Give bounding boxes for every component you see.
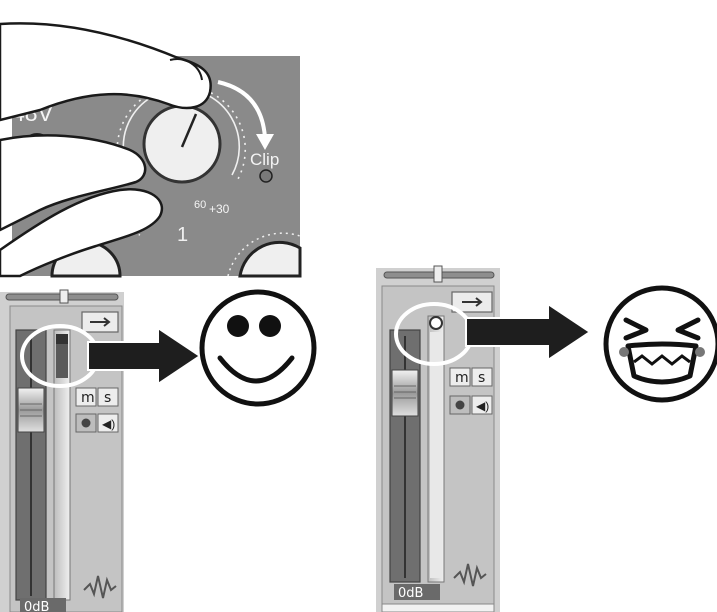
- mute-label: m: [455, 370, 469, 386]
- speaker-icon: ◀): [476, 399, 489, 413]
- route-arrow-icon: [462, 297, 483, 307]
- turn-arrow-icon: [217, 80, 267, 139]
- gain-max-label: +30: [209, 202, 230, 216]
- meter-fill-level: [430, 332, 442, 578]
- solo-label: s: [104, 390, 111, 406]
- record-icon: [81, 418, 91, 428]
- speaker-icon: ◀): [102, 417, 115, 431]
- mixer-strip-good: m s ◀) 0dB: [0, 289, 124, 612]
- readout-field: [381, 603, 495, 612]
- level-readout-box: [20, 598, 66, 612]
- solo-label: s: [478, 370, 485, 386]
- solo-button[interactable]: [97, 387, 119, 407]
- mute-label: m: [81, 390, 95, 406]
- clip-indicator: [429, 316, 443, 330]
- turn-arrowhead-icon: [256, 134, 274, 150]
- pan-slider-thumb[interactable]: [433, 265, 443, 283]
- gain-knob[interactable]: [142, 104, 222, 184]
- result-arrow-good: [87, 326, 202, 386]
- meter-peak-indicator: [56, 334, 68, 344]
- monitor-button[interactable]: [97, 413, 119, 433]
- clip-led: [259, 169, 273, 183]
- waveform-icon: [83, 575, 117, 599]
- mute-button[interactable]: [449, 367, 471, 387]
- hand-illustration: [0, 22, 212, 278]
- waveform-icon: [453, 563, 487, 587]
- smiley-distressed-icon: [603, 285, 717, 403]
- mute-button[interactable]: [75, 387, 97, 407]
- level-readout: 0dB: [398, 586, 423, 601]
- clip-label: Clip: [250, 150, 279, 169]
- gain-min-label: 60: [194, 199, 206, 211]
- solo-button[interactable]: [471, 367, 493, 387]
- result-arrow-bad: [465, 302, 592, 362]
- lower-knob-right: [227, 232, 302, 278]
- route-arrow-icon: [90, 317, 111, 327]
- fader-knob[interactable]: [391, 369, 419, 417]
- level-readout-box: [394, 584, 440, 600]
- record-icon: [455, 400, 465, 410]
- level-readout: 0dB: [24, 600, 49, 612]
- meter-fill-level: [56, 344, 68, 378]
- channel-number-label: 1: [177, 224, 188, 246]
- monitor-button[interactable]: [471, 395, 493, 415]
- pan-slider-thumb[interactable]: [59, 289, 69, 304]
- audio-interface-panel: 48V 60 +30 1 Clip: [0, 22, 302, 278]
- smiley-happy-icon: [199, 289, 317, 407]
